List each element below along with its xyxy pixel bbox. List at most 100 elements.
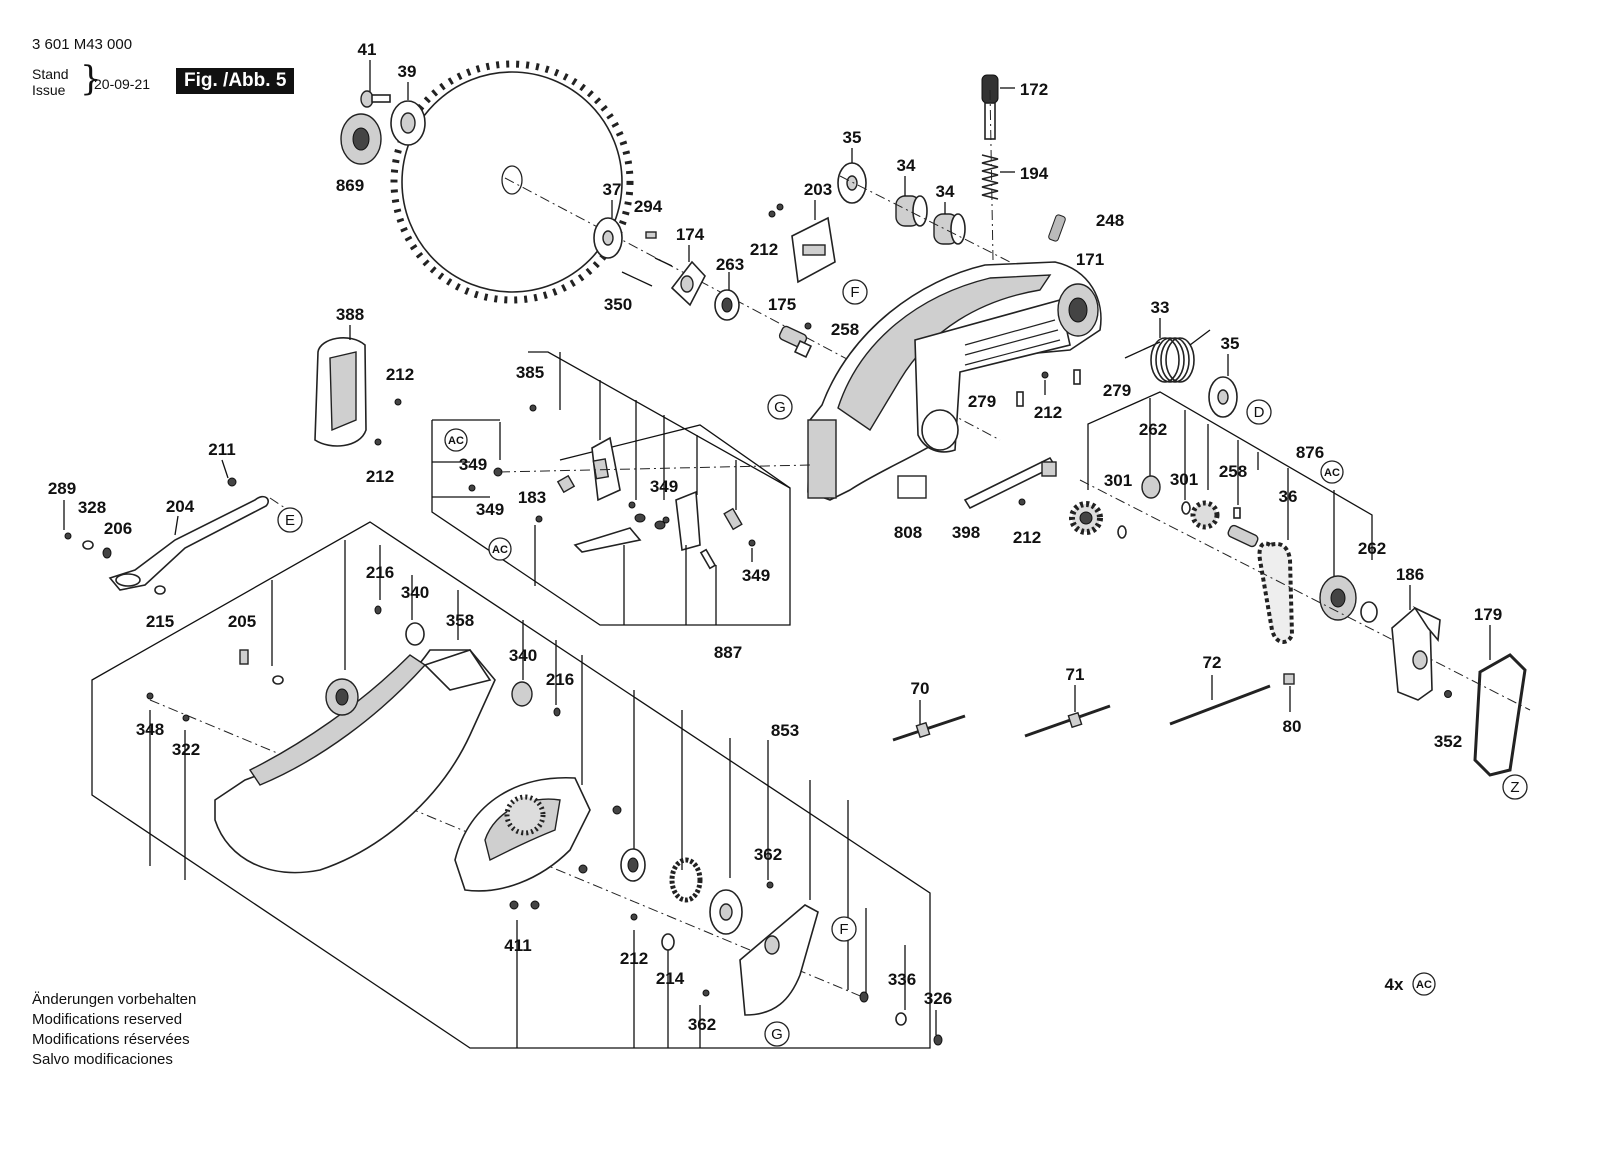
footer-disclaimer: Änderungen vorbehalten Modifications res… [32,990,196,1070]
reference-marker-e: E [277,507,303,533]
reference-marker-letter: F [850,284,859,301]
brace-symbol: } [80,59,102,99]
callout-205: 205 [228,612,256,631]
callout-258a: 258 [831,320,859,339]
callout-34b: 34 [936,182,955,201]
callout-36: 36 [1279,487,1298,506]
reference-marker-letter: G [771,1026,783,1043]
ac-badge-circle [488,537,512,561]
lower-guard-frame [91,521,931,1049]
callout-294: 294 [634,197,663,216]
reference-marker-letter: Z [1510,779,1519,796]
reference-marker-circle [767,394,793,420]
cover-186-and-gasket-179 [1391,585,1527,777]
reference-marker-circle [277,507,303,533]
footer-line-de: Änderungen vorbehalten [32,991,197,1008]
reference-marker-circle [831,916,857,942]
callout-212b: 212 [386,365,414,384]
callout-72: 72 [1203,653,1222,672]
callout-174: 174 [676,225,705,244]
callout-70: 70 [911,679,930,698]
callout-411: 411 [504,936,531,955]
reference-marker-circle [1246,399,1272,425]
reference-marker-circle [764,1021,790,1047]
issue-label: Issue [32,82,66,98]
callout-37: 37 [603,180,622,199]
guard-bracket [739,904,943,1046]
ac-badge-circle [1320,460,1344,484]
callout-352: 352 [1434,732,1462,751]
ac-badge-text: AC [448,435,464,447]
callout-211: 211 [208,440,235,459]
callout-853: 853 [771,721,799,740]
callout-328: 328 [78,498,106,517]
callout-183: 183 [518,488,546,507]
callout-322: 322 [172,740,200,759]
callout-262b: 262 [1358,539,1386,558]
callout-301a: 301 [1104,471,1132,490]
callout-186: 186 [1396,565,1424,584]
label-808 [897,475,927,499]
reference-marker-letter: F [839,921,848,938]
callout-336: 336 [888,970,916,989]
ac-badge-text: AC [1324,467,1340,479]
callout-349c: 349 [476,500,504,519]
inner-guard-cover [374,605,622,910]
callout-263: 263 [716,255,744,274]
callout-349b: 349 [650,477,678,496]
callout-206: 206 [104,519,132,538]
callout-887: 887 [714,643,742,662]
callout-194: 194 [1020,164,1049,183]
quantity-note: 4x AC [1385,972,1436,996]
reference-marker-g2: G [764,1021,790,1047]
callout-35b: 35 [1221,334,1240,353]
washer-and-bushings [837,148,1011,263]
callout-398: 398 [952,523,980,542]
ac-badge: AC [1320,460,1344,484]
issue-date: 20-09-21 [94,76,151,92]
inner-flange-group [593,200,740,321]
callout-35a: 35 [843,128,862,147]
flange-screw-group [340,60,426,165]
callout-171: 171 [1076,250,1104,269]
callout-279a: 279 [968,392,996,411]
callout-80: 80 [1283,717,1302,736]
lower-guard-shell [146,649,496,874]
callout-172: 172 [1020,80,1048,99]
document-number: 3 601 M43 000 [32,36,133,53]
ac-badge-circle [444,428,468,452]
reference-marker-letter: G [774,399,786,416]
shaft-175 [778,322,813,359]
callout-212f: 212 [620,949,648,968]
callout-41: 41 [358,40,377,59]
reference-marker-circle [842,279,868,305]
reference-marker-circle [1502,774,1528,800]
footer-line-es: Salvo modificaciones [32,1051,173,1068]
callout-350: 350 [604,295,632,314]
quantity-note-text: 4x [1385,975,1404,994]
bracket-203 [768,200,836,284]
callout-212a: 212 [750,240,778,259]
callout-204: 204 [166,497,195,516]
connecting-rods [892,673,1295,742]
ac-badge: AC [488,537,512,561]
pin-248 [1048,214,1066,242]
callout-215: 215 [146,612,174,631]
callout-869: 869 [336,176,364,195]
callout-279b: 279 [1103,381,1131,400]
knob-and-spring [981,74,1015,261]
callout-301b: 301 [1170,470,1198,489]
arm-housing [807,261,1102,501]
callout-289: 289 [48,479,76,498]
callout-258b: 258 [1219,462,1247,481]
reference-marker-letter: E [285,512,295,529]
handle-cover-388 [314,325,402,447]
ac-badges: AC AC AC [444,428,1344,561]
callout-388: 388 [336,305,364,324]
callout-175: 175 [768,295,796,314]
switch-assembly-887 [431,351,811,626]
callout-362b: 362 [688,1015,716,1034]
callout-labels: 4139869172194353434203372941742122481712… [48,40,1502,1034]
ac-badge-text: AC [492,544,508,556]
